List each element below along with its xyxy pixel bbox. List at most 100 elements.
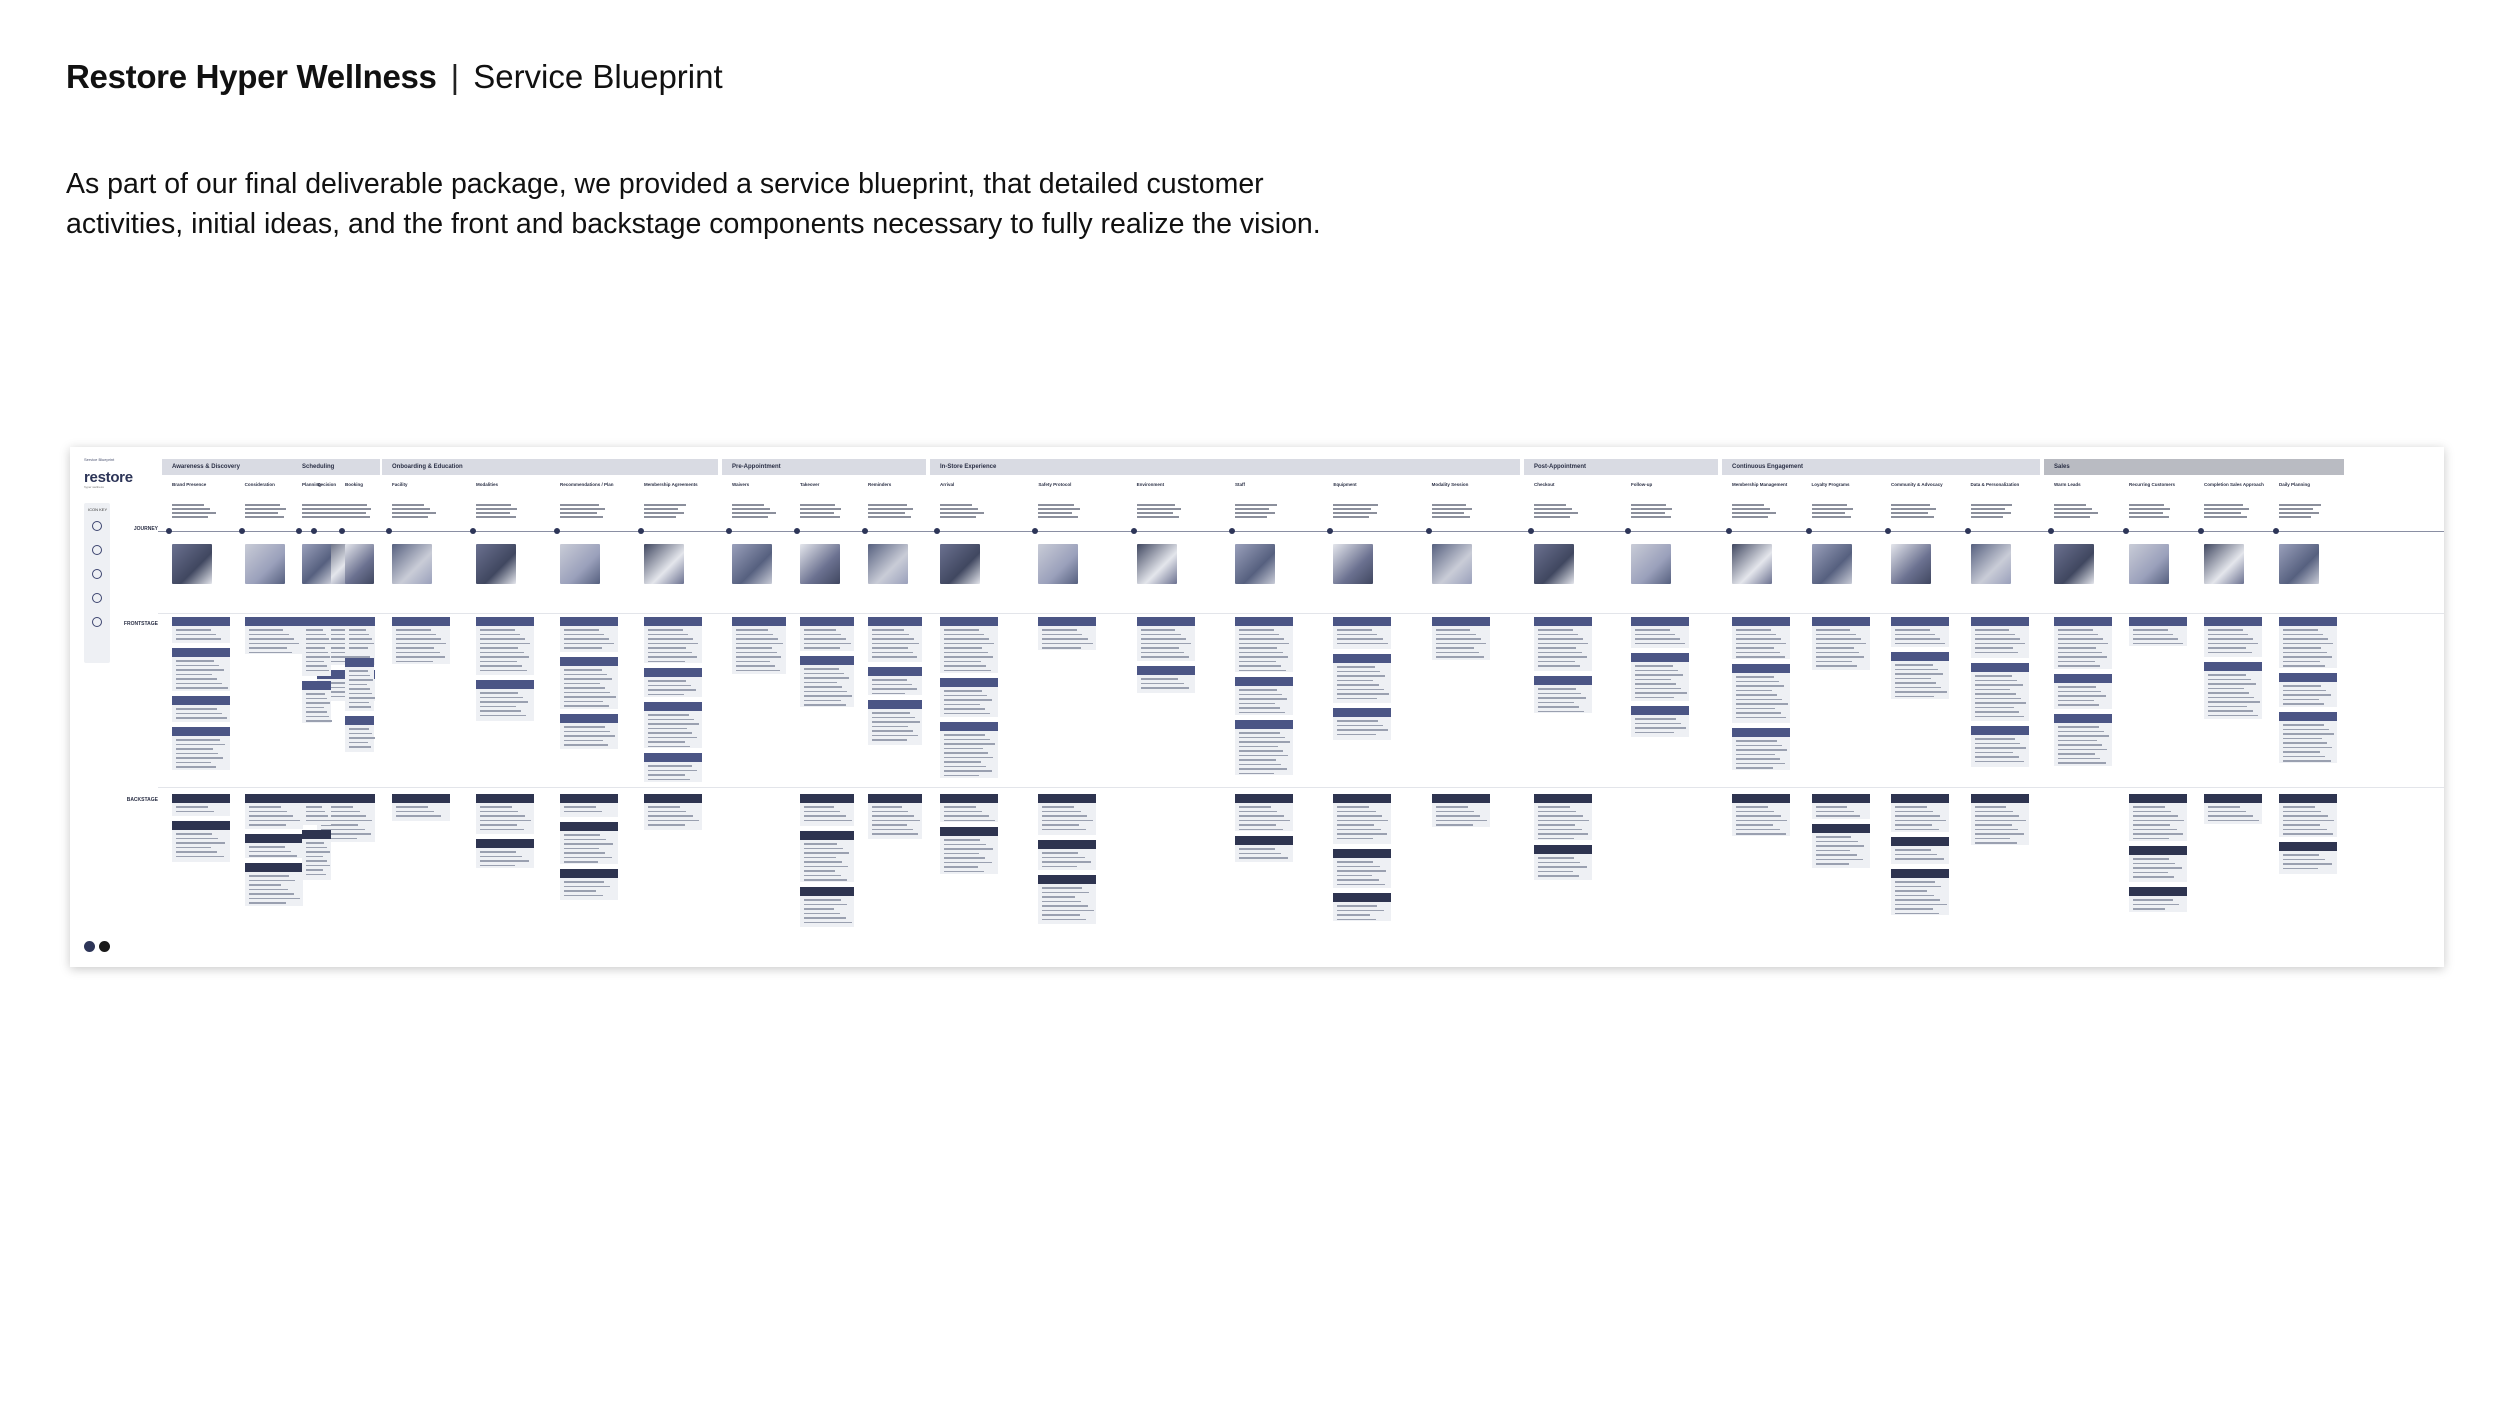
frontstage-card	[2129, 617, 2187, 646]
backstage-card	[1333, 893, 1392, 921]
backstage-card	[2279, 842, 2337, 874]
frontstage-card	[644, 753, 702, 782]
step-label: Membership Agreements	[644, 482, 698, 487]
artifact-thumbnail	[1534, 544, 1574, 584]
backstage-card	[2129, 887, 2187, 912]
backstage-card	[244, 863, 303, 906]
frontstage-card	[560, 657, 618, 709]
journey-dot	[296, 528, 302, 534]
frontstage-card	[2204, 617, 2262, 657]
step-label: Waivers	[732, 482, 750, 487]
frontstage-card	[345, 658, 375, 711]
step-label: Planning	[302, 482, 321, 487]
backstage-card	[940, 794, 998, 822]
backstage-card	[1891, 794, 1949, 832]
backstage-card	[1038, 794, 1097, 835]
artifact-thumbnail	[244, 544, 285, 584]
artifact-thumbnail	[1631, 544, 1671, 584]
backstage-card	[1891, 837, 1949, 864]
frontstage-card	[172, 648, 230, 691]
step-label: Decision	[317, 482, 337, 487]
frontstage-card	[1333, 708, 1392, 740]
frontstage-card	[1891, 617, 1949, 647]
journey-dot	[1032, 528, 1039, 534]
backstage-card	[1534, 794, 1592, 840]
journey-text-block	[1732, 504, 1778, 520]
journey-text-block	[1534, 504, 1580, 520]
step-label: Safety Protocol	[1038, 482, 1072, 487]
backstage-card	[1811, 794, 1870, 819]
artifact-thumbnail	[2204, 544, 2244, 584]
frontstage-card	[868, 617, 922, 662]
row-label-frontstage: FRONTSTAGE	[123, 621, 158, 627]
frontstage-card	[172, 727, 230, 770]
step-label: Reminders	[868, 482, 892, 487]
journey-dot	[1964, 528, 1971, 534]
backstage-card	[302, 794, 332, 825]
backstage-card	[940, 827, 998, 874]
artifact-thumbnail	[1235, 544, 1275, 584]
journey-dot	[1726, 528, 1732, 534]
step-label: Checkout	[1534, 482, 1555, 487]
frontstage-card	[345, 617, 375, 653]
frontstage-card	[1333, 617, 1392, 649]
frontstage-card	[1631, 706, 1689, 737]
journey-text-block	[1811, 504, 1858, 520]
step-label: Modalities	[476, 482, 499, 487]
frontstage-card	[1136, 617, 1195, 661]
frontstage-card	[1631, 653, 1689, 701]
phase-header: Sales	[2044, 459, 2344, 475]
artifact-thumbnail	[1431, 544, 1472, 584]
frontstage-card	[940, 678, 998, 717]
journey-dot	[311, 528, 318, 534]
frontstage-card	[2279, 712, 2337, 763]
step-label: Modality Session	[1431, 482, 1469, 487]
journey-text-block	[2054, 504, 2100, 520]
artifact-thumbnail	[1891, 544, 1931, 584]
backstage-card	[1732, 794, 1790, 836]
artifact-thumbnail	[868, 544, 908, 584]
backstage-card	[392, 794, 450, 821]
intro-line-2: activities, initial ideas, and the front…	[66, 208, 1321, 240]
journey-dot	[470, 528, 476, 534]
backstage-card	[868, 794, 922, 839]
backstage-card	[1431, 794, 1490, 827]
step-label: Warm Leads	[2054, 482, 2081, 487]
journey-text-block	[1431, 504, 1478, 520]
artifact-thumbnail	[1732, 544, 1772, 584]
backstage-card	[1333, 794, 1392, 844]
frontstage-card	[1038, 617, 1097, 650]
journey-text-block	[244, 504, 291, 520]
journey-text-block	[476, 504, 522, 520]
artifact-thumbnail	[1970, 544, 2011, 584]
frontstage-card	[1732, 664, 1790, 723]
journey-text-block	[2279, 504, 2325, 520]
icon-key-title: ICON KEY	[88, 507, 108, 512]
journey-dot	[238, 528, 245, 534]
logo-tagline: hyper wellness	[84, 485, 104, 489]
frontstage-card	[560, 714, 618, 749]
frontstage-card	[2054, 617, 2112, 669]
backstage-card	[560, 822, 618, 864]
title-separator: |	[450, 58, 460, 95]
step-label: Booking	[345, 482, 363, 487]
backstage-card	[1333, 849, 1392, 888]
journey-text-block	[1970, 504, 2017, 520]
journey-dot	[2198, 528, 2204, 534]
journey-text-block	[1891, 504, 1937, 520]
frontstage-card	[644, 668, 702, 697]
step-label: Data & Personalization	[1970, 482, 2020, 487]
phase-header: Continuous Engagement	[1722, 459, 2040, 475]
journey-dot	[339, 528, 345, 534]
journey-text-block	[392, 504, 438, 520]
journey-text-block	[345, 504, 374, 520]
blueprint-canvas: Service Blueprint restore hyper wellness…	[70, 447, 2444, 967]
step-label: Daily Planning	[2279, 482, 2311, 487]
journey-text-block	[2129, 504, 2175, 520]
backstage-card	[1235, 836, 1293, 862]
frontstage-card	[940, 722, 998, 778]
artifact-thumbnail	[2054, 544, 2094, 584]
agency-logo-icon	[84, 941, 95, 952]
journey-text-block	[868, 504, 914, 520]
journey-dot	[638, 528, 644, 534]
